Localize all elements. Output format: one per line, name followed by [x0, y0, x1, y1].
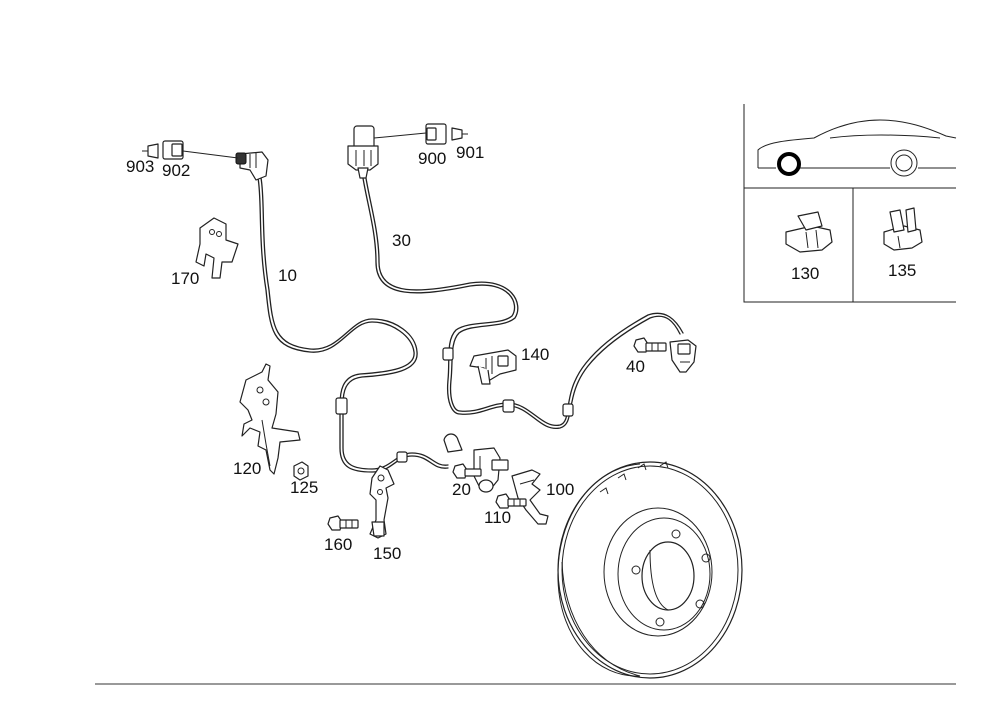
vehicle-inset	[743, 104, 956, 303]
label-100: 100	[546, 480, 574, 499]
label-135: 135	[888, 261, 916, 280]
label-160: 160	[324, 535, 352, 554]
label-903: 903	[126, 157, 154, 176]
label-170: 170	[171, 269, 199, 288]
carrier-120[interactable]	[239, 363, 301, 475]
bracket-150[interactable]	[369, 465, 395, 539]
label-120: 120	[233, 459, 261, 478]
label-150: 150	[373, 544, 401, 563]
vehicle-silhouette	[757, 119, 957, 177]
sensor-head-30[interactable]	[347, 125, 379, 179]
nut-125[interactable]	[293, 461, 309, 481]
label-900: 900	[418, 149, 446, 168]
bolt-20[interactable]	[452, 463, 482, 479]
sensor-head-10[interactable]	[235, 151, 269, 181]
holder-100[interactable]	[511, 469, 549, 525]
sensor-cable-30[interactable]	[361, 171, 684, 429]
label-40: 40	[626, 357, 645, 376]
connector-902[interactable]	[162, 140, 239, 160]
clip-130[interactable]	[785, 211, 833, 253]
connector-900[interactable]	[373, 123, 447, 145]
front-wheel-highlight	[777, 152, 801, 176]
label-10: 10	[278, 266, 297, 285]
sensor-40[interactable]	[669, 339, 697, 373]
bracket-170[interactable]	[195, 217, 239, 279]
sensor-20[interactable]	[443, 433, 509, 493]
connector-cap-903[interactable]	[142, 143, 159, 159]
holder-140[interactable]	[469, 349, 517, 385]
label-902: 902	[162, 161, 190, 180]
clip-135[interactable]	[883, 207, 923, 251]
bolt-160[interactable]	[327, 515, 359, 531]
label-130: 130	[791, 264, 819, 283]
label-30: 30	[392, 231, 411, 250]
label-110: 110	[484, 508, 511, 527]
label-901: 901	[456, 143, 484, 162]
label-140: 140	[521, 345, 549, 364]
label-125: 125	[290, 478, 318, 497]
connector-cap-901[interactable]	[451, 127, 468, 141]
label-20: 20	[452, 480, 471, 499]
sensor-cable-10[interactable]	[257, 177, 449, 473]
bolt-110[interactable]	[495, 493, 527, 509]
brake-disc[interactable]	[557, 461, 743, 679]
bolt-40[interactable]	[633, 337, 667, 353]
